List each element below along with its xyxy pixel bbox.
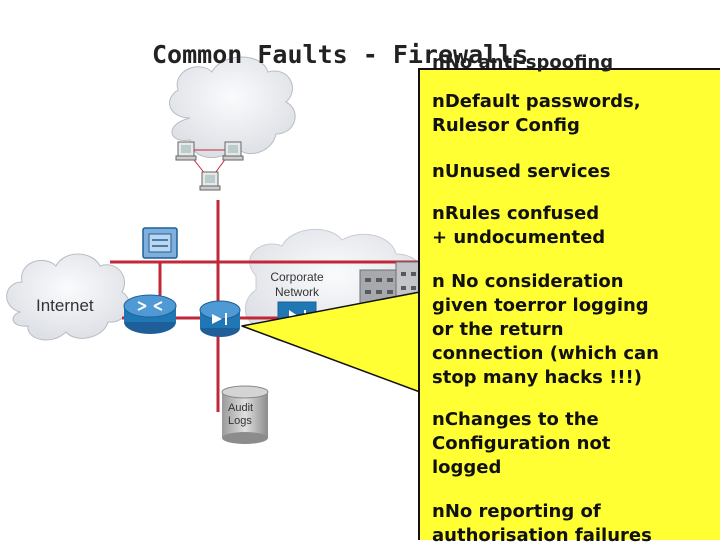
bullet-marker: n — [432, 501, 445, 522]
bullet-line: Configuration not — [432, 433, 611, 454]
audit-logs-label: Audit Logs — [228, 402, 253, 428]
audit-logs-database-icon — [221, 385, 269, 444]
bullet-marker: n — [432, 409, 445, 430]
bullet-anti-spoofing: nNo anti-spoofing — [432, 52, 613, 73]
corporate-network-label: Corporate Network — [266, 270, 328, 300]
bullet-line: authorisation failures — [432, 525, 652, 546]
bullet-config-changes: nChanges to the Configuration not logged — [432, 408, 702, 480]
bullet-line: + undocumented — [432, 227, 606, 248]
audit-label-line-2: Logs — [228, 415, 252, 427]
firewall-icon — [199, 300, 241, 337]
router-icon — [123, 294, 177, 334]
bullet-rules-confused: nRules confused + undocumented — [432, 202, 702, 250]
bullet-line: stop many hacks !!!) — [432, 367, 642, 388]
internet-cloud-icon — [6, 253, 130, 341]
bullet-marker: n — [432, 91, 445, 112]
bullet-line: given toerror logging — [432, 295, 649, 316]
bullet-default-passwords: nDefault passwords, Rulesor Config — [432, 90, 702, 138]
corporate-label-line-2: Network — [274, 285, 319, 299]
audit-label-line-1: Audit — [228, 402, 254, 414]
bullet-text: No anti-spoofing — [444, 52, 614, 73]
bullet-unused-services: nUnused services — [432, 160, 702, 184]
bullet-line: Changes to the — [444, 409, 599, 430]
faults-callout — [418, 68, 720, 540]
bullet-line: Rulesor Config — [432, 115, 580, 136]
bullet-line: Default passwords, — [444, 91, 641, 112]
internet-label: Internet — [36, 296, 94, 315]
bullet-line: Rules confused — [444, 203, 600, 224]
switch-icon — [142, 227, 178, 259]
bullet-line: No reporting of — [444, 501, 601, 522]
bullet-line: Unused services — [444, 161, 611, 182]
workstation-icon — [199, 171, 221, 191]
corporate-label-line-1: Corporate — [270, 270, 324, 284]
bullet-line: connection (which can — [432, 343, 659, 364]
slide-title: Common Faults - Firewalls — [152, 40, 529, 69]
workstation-icon — [175, 141, 197, 161]
workstation-icon — [222, 141, 244, 161]
bullet-marker: n — [432, 271, 445, 292]
bullet-marker: n — [432, 52, 445, 73]
workstation-cloud — [168, 56, 296, 191]
bullet-error-logging: n No consideration given toerror logging… — [432, 270, 714, 390]
bullet-marker: n — [432, 161, 445, 182]
bullet-authorisation-failures: nNo reporting of authorisation failures — [432, 500, 702, 548]
bullet-marker: n — [432, 203, 445, 224]
bullet-line: No consideration — [444, 271, 624, 292]
bullet-line: or the return — [432, 319, 564, 340]
bullet-line: logged — [432, 457, 502, 478]
